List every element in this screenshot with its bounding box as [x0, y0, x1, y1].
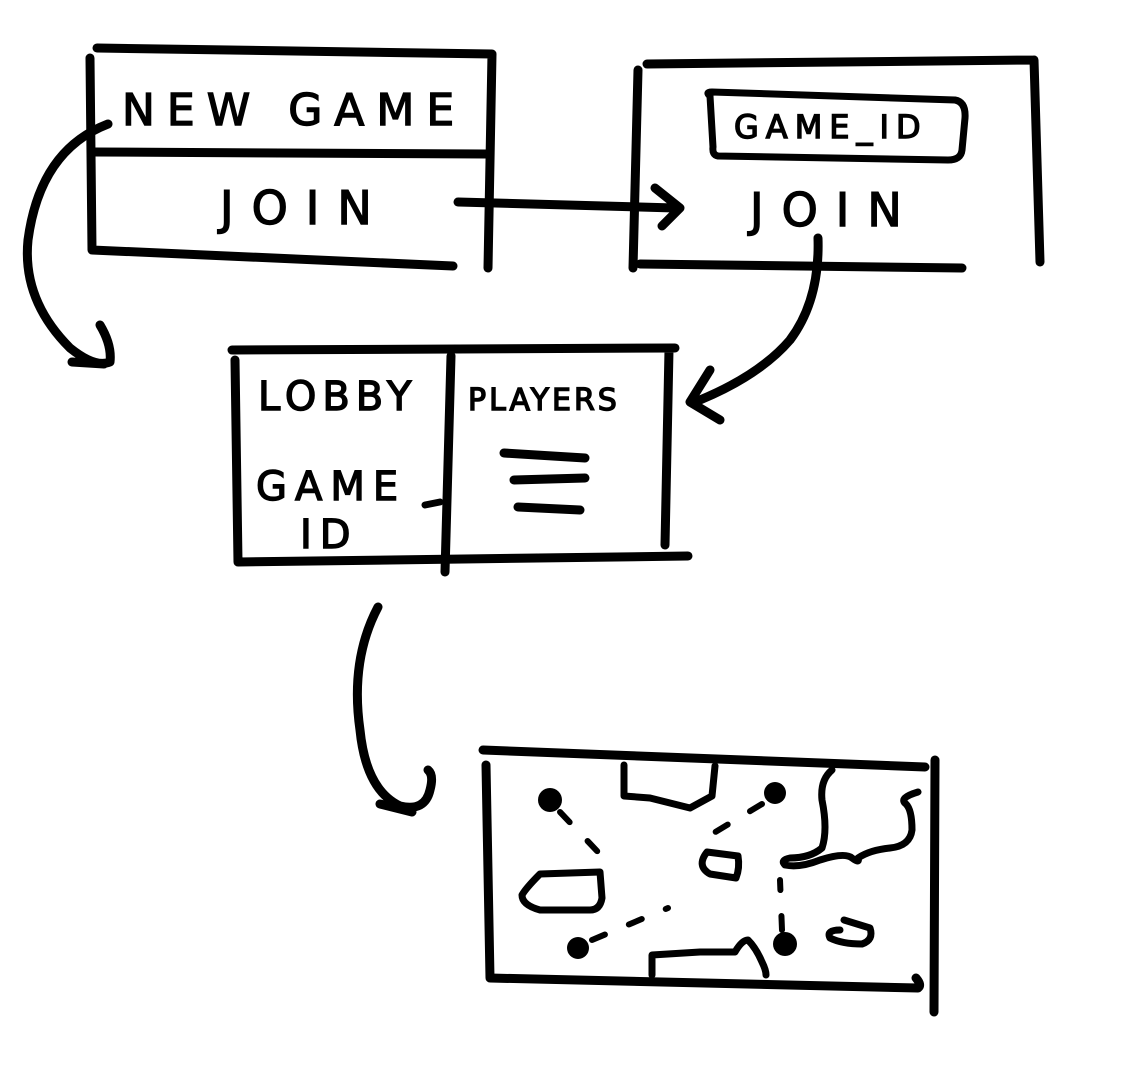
player-trail — [709, 801, 765, 837]
game-map-obstacles — [518, 761, 922, 979]
arrow-lobby-to-game — [352, 602, 437, 817]
player-trail — [589, 905, 671, 943]
game-players — [538, 782, 797, 959]
join-screen: GAME_ID JOIN — [628, 55, 1045, 273]
game-id-field[interactable]: GAME_ID — [704, 88, 969, 164]
player-dot — [764, 782, 786, 804]
obstacle-left — [518, 868, 606, 914]
player-trail — [777, 877, 785, 933]
menu-screen: NEW GAME JOIN — [85, 43, 497, 273]
new-game-button[interactable]: NEW GAME — [121, 84, 466, 136]
lobby-player-line — [499, 448, 590, 463]
join-screen-border — [628, 55, 1045, 273]
menu-divider — [88, 147, 491, 159]
lobby-game-id-line2: ID — [300, 512, 359, 558]
lobby-divider — [440, 351, 456, 577]
lobby-screen: LOBBY GAME ID PLAYERS — [227, 343, 693, 577]
arrow-join-to-join-screen — [453, 183, 685, 231]
join-button[interactable]: JOIN — [216, 180, 390, 235]
player-dot — [567, 937, 589, 959]
obstacle-top — [620, 761, 719, 812]
obstacle-top-right — [779, 766, 922, 870]
game-screen-border — [478, 745, 940, 1017]
lobby-player-line — [509, 473, 590, 485]
lobby-player-list — [499, 448, 590, 515]
join-submit-button-label: JOIN — [747, 183, 920, 237]
game-id-field-value: GAME_ID — [734, 108, 928, 146]
player-trail — [557, 809, 601, 855]
player-dot — [773, 932, 797, 956]
flow-arrows — [22, 119, 823, 817]
obstacle-center — [698, 848, 743, 882]
game-screen — [478, 745, 940, 1017]
join-button-label: JOIN — [217, 181, 390, 235]
lobby-title: LOBBY — [258, 374, 417, 420]
lobby-player-line — [513, 502, 585, 515]
lobby-game-id-connector — [421, 498, 444, 509]
obstacle-bottom — [648, 936, 770, 979]
game-id-field-border — [704, 88, 969, 164]
lobby-screen-border — [227, 343, 693, 567]
arrow-new-game-to-lobby — [22, 119, 115, 369]
obstacle-bottom-right — [825, 916, 875, 948]
arrow-join-to-lobby — [685, 233, 823, 425]
join-submit-button[interactable]: JOIN — [746, 182, 920, 237]
lobby-players-label: PLAYERS — [468, 383, 620, 418]
lobby-game-id-line1: GAME — [256, 464, 406, 510]
new-game-button-label: NEW GAME — [122, 85, 466, 136]
player-dot — [538, 788, 562, 812]
